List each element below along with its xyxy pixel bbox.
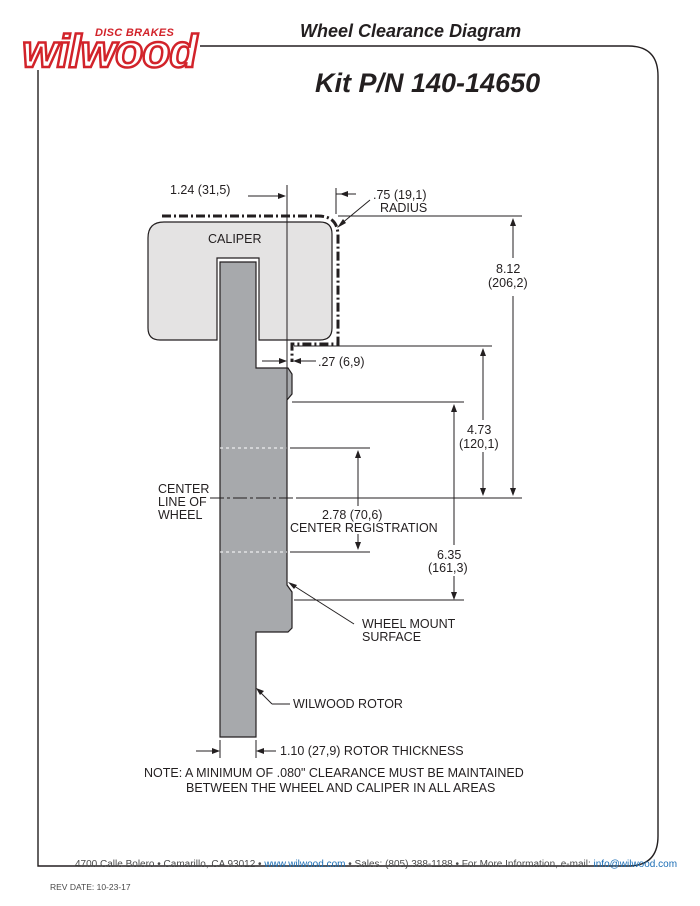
clearance-note-2: BETWEEN THE WHEEL AND CALIPER IN ALL ARE… [186, 781, 496, 795]
dim-mount-height-mm: (161,3) [428, 561, 468, 575]
dim-center-registration: 2.78 (70,6) [322, 508, 383, 522]
wheel-mount-label-1: WHEEL MOUNT [362, 617, 456, 631]
rev-date: REV DATE: 10-23-17 [50, 882, 131, 892]
wheel-mount-label-2: SURFACE [362, 630, 422, 644]
dim-radius-label: RADIUS [380, 201, 428, 215]
center-line-label-2: LINE OF [158, 495, 207, 509]
dim-caliper-to-center-mm: (120,1) [459, 437, 499, 451]
rotor-label: WILWOOD ROTOR [293, 697, 403, 711]
clearance-note-1: NOTE: A MINIMUM OF .080" CLEARANCE MUST … [144, 766, 524, 780]
center-line-label-1: CENTER [158, 482, 210, 496]
caliper-body [147, 221, 333, 341]
dim-caliper-offset: 1.24 (31,5) [170, 183, 231, 197]
footer-sales: • Sales: (805) 388-1188 • For More Infor… [345, 859, 594, 870]
dim-center-registration-label: CENTER REGISTRATION [290, 521, 438, 535]
wheel-envelope [162, 214, 340, 362]
dim-caliper-to-center: 4.73 [467, 423, 492, 437]
logo-subtitle: DISC BRAKES [95, 27, 175, 39]
footer-address: 4700 Calle Bolero • Camarillo, CA 93012 … [75, 859, 265, 870]
dim-hat-offset: .27 (6,9) [318, 355, 365, 369]
page-title: Wheel Clearance Diagram [300, 21, 522, 41]
kit-part-number: Kit P/N 140-14650 [315, 68, 541, 98]
dim-mount-height: 6.35 [437, 548, 462, 562]
website-link[interactable]: www.wilwood.com [264, 859, 346, 870]
center-line-label-3: WHEEL [158, 508, 203, 522]
dim-radius-value: .75 (19,1) [373, 188, 427, 202]
page-frame [37, 45, 659, 867]
caliper-label: CALIPER [208, 232, 262, 246]
email-link[interactable]: info@wilwood.com [593, 859, 678, 870]
dim-overall-height: 8.12 [496, 262, 521, 276]
rotor-profile [219, 261, 293, 738]
wilwood-logo: wilwood [21, 25, 199, 77]
footer-contact: 4700 Calle Bolero • Camarillo, CA 93012 … [75, 859, 677, 870]
dim-rotor-thickness: 1.10 (27,9) ROTOR THICKNESS [280, 744, 464, 758]
dim-overall-height-mm: (206,2) [488, 276, 528, 290]
